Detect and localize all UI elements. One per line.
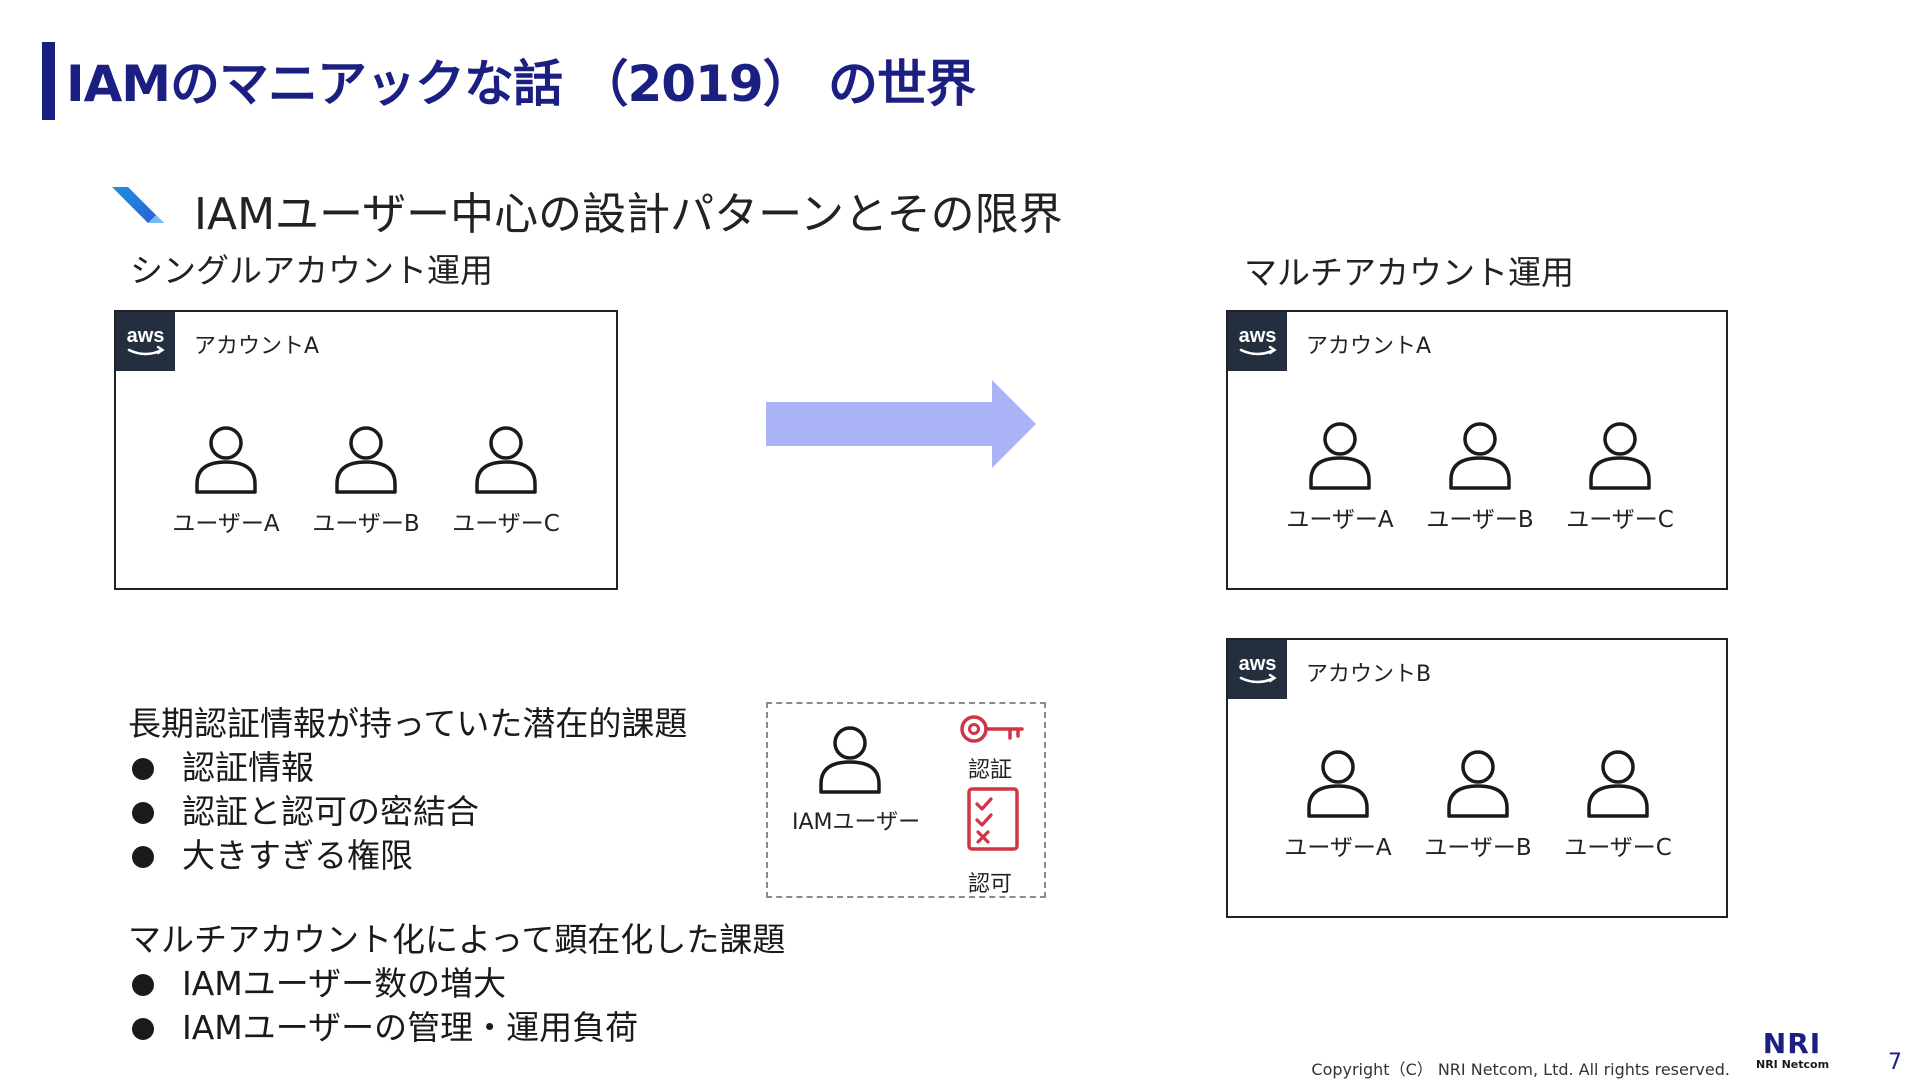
issues-list: IAMユーザー数の増大 IAMユーザーの管理・運用負荷 bbox=[128, 962, 785, 1050]
user-item: ユーザーC bbox=[446, 426, 566, 538]
account-name: アカウントA bbox=[1306, 334, 1432, 359]
long-term-issues: 長期認証情報が持っていた潜在的課題 認証情報 認証と認可の密結合 大きすぎる権限 bbox=[128, 702, 687, 878]
account-name: アカウントB bbox=[1306, 662, 1432, 687]
list-item: IAMユーザー数の増大 bbox=[128, 962, 785, 1006]
user-icon bbox=[335, 426, 397, 494]
issues-heading: マルチアカウント化によって顕在化した課題 bbox=[128, 920, 786, 959]
user-item: ユーザーB bbox=[1418, 750, 1538, 862]
aws-logo: aws bbox=[1228, 640, 1287, 699]
svg-text:aws: aws bbox=[127, 325, 165, 347]
user-item: ユーザーC bbox=[1558, 750, 1678, 862]
checklist-icon bbox=[967, 787, 1019, 851]
iam-user-legend: IAMユーザー 認証 認可 bbox=[766, 702, 1046, 898]
authz-label: 認可 bbox=[968, 872, 1013, 897]
title-accent-bar bbox=[42, 42, 55, 120]
user-label: ユーザーA bbox=[172, 511, 280, 537]
single-account-label: シングルアカウント運用 bbox=[130, 251, 493, 290]
user-item: ユーザーA bbox=[1280, 422, 1400, 534]
user-label: ユーザーA bbox=[1286, 507, 1394, 533]
user-label: ユーザーC bbox=[1566, 507, 1674, 533]
issues-list: 認証情報 認証と認可の密結合 大きすぎる権限 bbox=[128, 746, 687, 878]
svg-text:aws: aws bbox=[1239, 653, 1277, 675]
user-icon bbox=[1587, 750, 1649, 818]
list-item-text: IAMユーザーの管理・運用負荷 bbox=[182, 1008, 639, 1047]
transition-arrow bbox=[766, 380, 1036, 468]
user-label: ユーザーB bbox=[312, 511, 420, 537]
user-icon bbox=[1447, 750, 1509, 818]
user-label: ユーザーB bbox=[1424, 835, 1532, 861]
user-icon bbox=[1589, 422, 1651, 490]
bullet-dot bbox=[132, 974, 154, 996]
chevron-bullet-icon bbox=[112, 187, 164, 223]
bullet-dot bbox=[132, 802, 154, 824]
user-icon bbox=[475, 426, 537, 494]
aws-logo: aws bbox=[116, 312, 175, 371]
user-item: ユーザーA bbox=[166, 426, 286, 538]
list-item-text: 認証と認可の密結合 bbox=[182, 792, 479, 831]
user-icon bbox=[1309, 422, 1371, 490]
single-account-box: aws アカウントA ユーザーA ユーザーB ユーザーC bbox=[114, 310, 618, 590]
account-name: アカウントA bbox=[194, 334, 320, 359]
list-item: 認証情報 bbox=[128, 746, 687, 790]
bullet-dot bbox=[132, 1018, 154, 1040]
user-icon bbox=[1307, 750, 1369, 818]
slide-title: IAMのマニアックな話 （2019） の世界 bbox=[66, 55, 976, 113]
nri-logo: NRI NRI Netcom bbox=[1756, 1027, 1830, 1072]
user-item: ユーザーB bbox=[1420, 422, 1540, 534]
copyright-text: Copyright（C） NRI Netcom, Ltd. All rights… bbox=[1311, 1060, 1730, 1079]
bullet-dot bbox=[132, 846, 154, 868]
authn-label: 認証 bbox=[968, 758, 1013, 783]
nri-logo-sub: NRI Netcom bbox=[1756, 1058, 1830, 1071]
multi-account-a-box: aws アカウントA ユーザーA ユーザーB ユーザーC bbox=[1226, 310, 1728, 590]
bullet-dot bbox=[132, 758, 154, 780]
nri-logo-main: NRI bbox=[1762, 1027, 1822, 1060]
multi-account-label: マルチアカウント運用 bbox=[1244, 253, 1574, 292]
user-label: ユーザーC bbox=[452, 511, 560, 537]
slide-subtitle: IAMユーザー中心の設計パターンとその限界 bbox=[194, 189, 1063, 240]
user-item: ユーザーA bbox=[1278, 750, 1398, 862]
list-item-text: 大きすぎる権限 bbox=[182, 836, 413, 875]
user-label: ユーザーC bbox=[1564, 835, 1672, 861]
key-icon bbox=[960, 715, 1024, 743]
user-icon bbox=[195, 426, 257, 494]
issues-heading: 長期認証情報が持っていた潜在的課題 bbox=[128, 704, 688, 743]
user-label: ユーザーB bbox=[1426, 507, 1534, 533]
user-item: ユーザーC bbox=[1560, 422, 1680, 534]
list-item: 認証と認可の密結合 bbox=[128, 790, 687, 834]
list-item: IAMユーザーの管理・運用負荷 bbox=[128, 1006, 785, 1050]
iam-user-label: IAMユーザー bbox=[792, 810, 921, 835]
page-number: 7 bbox=[1888, 1050, 1902, 1075]
user-icon bbox=[819, 726, 881, 794]
user-item: ユーザーB bbox=[306, 426, 426, 538]
user-icon bbox=[1449, 422, 1511, 490]
list-item-text: 認証情報 bbox=[182, 748, 314, 787]
list-item-text: IAMユーザー数の増大 bbox=[182, 964, 507, 1003]
multi-account-issues: マルチアカウント化によって顕在化した課題 IAMユーザー数の増大 IAMユーザー… bbox=[128, 918, 785, 1050]
user-label: ユーザーA bbox=[1284, 835, 1392, 861]
svg-text:aws: aws bbox=[1239, 325, 1277, 347]
multi-account-b-box: aws アカウントB ユーザーA ユーザーB ユーザーC bbox=[1226, 638, 1728, 918]
aws-logo: aws bbox=[1228, 312, 1287, 371]
list-item: 大きすぎる権限 bbox=[128, 834, 687, 878]
